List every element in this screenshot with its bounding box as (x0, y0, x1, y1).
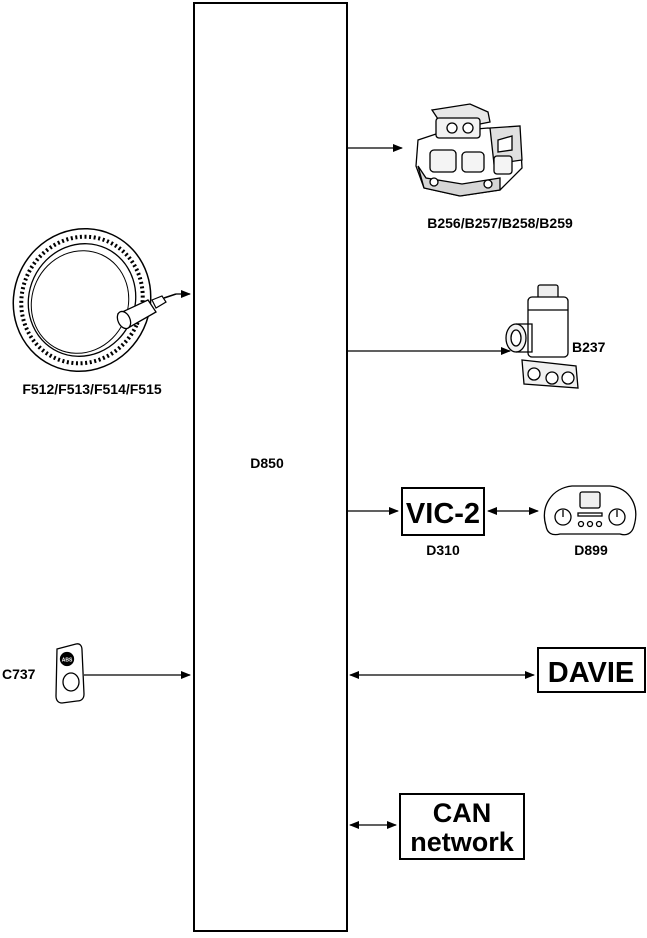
davie-box (537, 647, 646, 693)
relay-valve-icon (505, 284, 579, 389)
abs-switch-text: ABS (62, 658, 73, 664)
vic-label: D310 (426, 542, 460, 558)
can-box-line2: network (410, 827, 515, 857)
abs-switch-icon: ABS (55, 643, 85, 704)
vic-box (401, 487, 485, 536)
switch-label: C737 (2, 666, 36, 682)
dashboard-label: D899 (574, 542, 608, 558)
modulator-valve-icon (415, 103, 523, 197)
sensor-ring-icon (12, 227, 177, 373)
modulators-label: B256/B257/B258/B259 (427, 215, 573, 231)
davie-box-text: DAVIE (548, 657, 634, 689)
instrument-panel-icon (543, 485, 637, 536)
ecu-label: D850 (250, 455, 284, 471)
ecu-box (193, 2, 348, 932)
vic-box-text: VIC-2 (406, 498, 480, 530)
sensors-label: F512/F513/F514/F515 (22, 381, 162, 397)
valve-label: B237 (572, 339, 606, 355)
can-box-line1: CAN (433, 798, 492, 828)
can-box (399, 793, 525, 860)
